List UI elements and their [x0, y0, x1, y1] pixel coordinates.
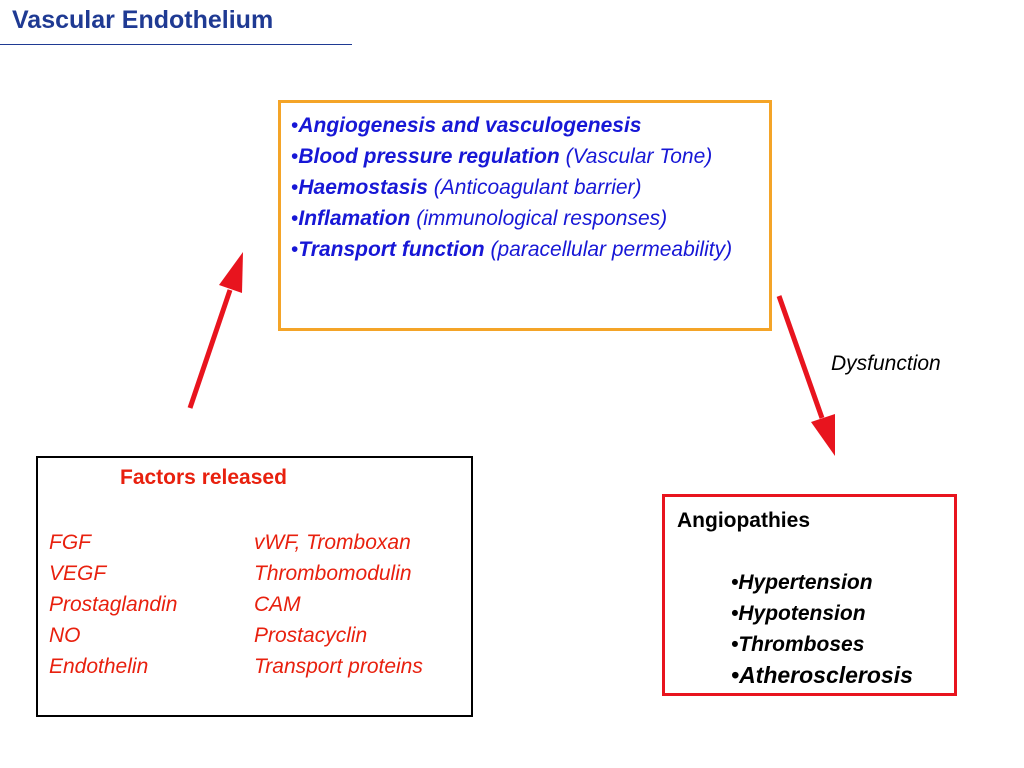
- angiopathies-box: Angiopathies •Hypertension •Hypotension …: [662, 494, 957, 696]
- function-item: •Inflamation (immunological responses): [291, 207, 668, 230]
- function-name: Inflamation: [298, 207, 411, 230]
- arrow-functions-to-angiopathies: [776, 295, 835, 456]
- function-name: Transport function: [298, 238, 485, 261]
- angiopathy-item: •Thromboses: [731, 633, 865, 656]
- function-item: •Transport function (paracellular permea…: [291, 238, 733, 261]
- factors-left-column: FGF VEGF Prostaglandin NO Endothelin: [49, 527, 177, 682]
- arrow-up-shaft: [187, 289, 233, 409]
- title-underline: [0, 44, 352, 45]
- factor-item: Thrombomodulin: [254, 562, 412, 585]
- factor-item: Prostaglandin: [49, 593, 178, 616]
- arrow-down-head: [811, 414, 835, 456]
- factor-item: Transport proteins: [254, 655, 423, 678]
- angiopathies-heading: Angiopathies: [677, 509, 811, 532]
- angiopathy-label: Hypotension: [738, 602, 866, 625]
- arrow-down-shaft: [776, 295, 825, 419]
- factor-item: VEGF: [49, 562, 107, 585]
- factors-right-column: vWF, Tromboxan Thrombomodulin CAM Prosta…: [254, 527, 423, 682]
- function-name: Haemostasis: [298, 176, 428, 199]
- angiopathies-list: •Hypertension •Hypotension •Thromboses •…: [731, 567, 913, 691]
- factor-item: vWF, Tromboxan: [254, 531, 411, 554]
- angiopathy-item: •Atherosclerosis: [731, 662, 913, 688]
- factor-item: FGF: [49, 531, 91, 554]
- function-note: (Anticoagulant barrier): [433, 176, 642, 199]
- angiopathy-item: •Hypertension: [731, 571, 873, 594]
- function-item: •Blood pressure regulation (Vascular Ton…: [291, 145, 713, 168]
- arrow-factors-to-functions: [187, 252, 243, 409]
- factors-box: Factors released FGF VEGF Prostaglandin …: [36, 456, 473, 717]
- angiopathy-label: Hypertension: [738, 571, 873, 594]
- dysfunction-label: Dysfunction: [831, 352, 941, 375]
- functions-box: •Angiogenesis and vasculogenesis •Blood …: [278, 100, 772, 331]
- factor-item: NO: [49, 624, 81, 647]
- factor-item: CAM: [254, 593, 301, 616]
- function-name: Blood pressure regulation: [298, 145, 560, 168]
- page-title: Vascular Endothelium: [12, 6, 274, 34]
- function-note: (paracellular permeability): [490, 238, 733, 261]
- function-item: •Angiogenesis and vasculogenesis: [291, 114, 642, 137]
- factor-item: Endothelin: [49, 655, 149, 678]
- function-name: Angiogenesis and vasculogenesis: [298, 114, 642, 137]
- function-note: (Vascular Tone): [565, 145, 713, 168]
- angiopathy-label: Atherosclerosis: [739, 662, 913, 688]
- angiopathy-label: Thromboses: [738, 633, 865, 656]
- arrow-up-head: [219, 252, 243, 293]
- factors-heading: Factors released: [120, 466, 287, 489]
- function-item: •Haemostasis (Anticoagulant barrier): [291, 176, 642, 199]
- angiopathy-item: •Hypotension: [731, 602, 866, 625]
- factor-item: Prostacyclin: [254, 624, 368, 647]
- function-note: (immunological responses): [416, 207, 668, 230]
